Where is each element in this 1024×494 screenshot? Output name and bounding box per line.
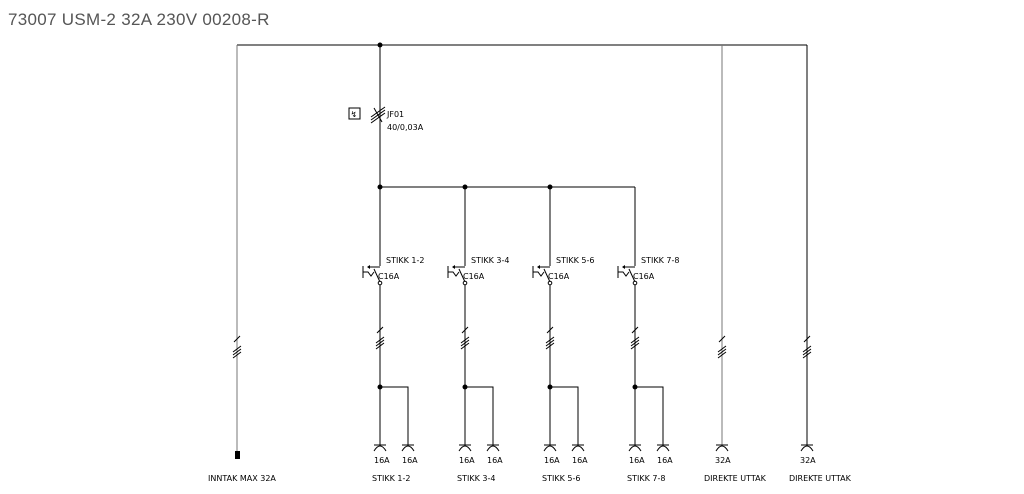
direct-outlet-circuit: 32A DIREKTE UTTAK	[704, 45, 767, 483]
circuit-breaker-icon	[447, 265, 468, 286]
socket-rating: 32A	[715, 456, 731, 465]
breaker-rating: C16A	[378, 272, 400, 281]
breaker-label: STIKK 7-8	[641, 256, 679, 265]
diagram-title: 73007 USM-2 32A 230V 00208-R	[8, 10, 270, 29]
breaker-label: STIKK 5-6	[556, 256, 594, 265]
circuit-breaker-icon	[617, 265, 638, 286]
circuit-breaker-icon	[532, 265, 553, 286]
socket-outlet-icon	[656, 444, 670, 452]
socket-rating: 16A	[629, 456, 645, 465]
socket-outlet-icon	[571, 444, 585, 452]
socket-rating: 16A	[402, 456, 418, 465]
socket-outlet-icon	[486, 444, 500, 452]
socket-outlet-icon	[401, 444, 415, 452]
junction-dot	[547, 184, 553, 190]
socket-rating: 16A	[572, 456, 588, 465]
breaker-label: STIKK 3-4	[471, 256, 509, 265]
branch-bottom-label: STIKK 7-8	[627, 474, 665, 483]
branch-bottom-label: STIKK 5-6	[542, 474, 580, 483]
branch-bottom-label: STIKK 3-4	[457, 474, 495, 483]
breaker-rating: C16A	[548, 272, 570, 281]
breaker-rating: C16A	[633, 272, 655, 281]
svg-text:↯: ↯	[351, 110, 358, 119]
direct-outlet-label: DIREKTE UTTAK	[789, 474, 852, 483]
socket-outlet-icon	[628, 444, 642, 452]
socket-outlet-icon	[543, 444, 557, 452]
breaker-label: STIKK 1-2	[386, 256, 424, 265]
socket-outlet-icon	[373, 444, 387, 452]
breaker-rating: C16A	[463, 272, 485, 281]
junction-dot	[377, 42, 383, 48]
socket-rating: 16A	[374, 456, 390, 465]
junction-dot	[462, 184, 468, 190]
socket-rating: 16A	[544, 456, 560, 465]
circuit-breaker-icon	[362, 265, 383, 286]
rcd-symbol-icon: ↯	[348, 106, 386, 124]
socket-outlet-icon	[458, 444, 472, 452]
intake-label: INNTAK MAX 32A	[208, 474, 276, 483]
socket-rating: 16A	[459, 456, 475, 465]
socket-outlet-icon	[800, 444, 814, 452]
socket-rating: 16A	[657, 456, 673, 465]
socket-rating: 32A	[800, 456, 816, 465]
intake-terminal-icon	[235, 451, 240, 459]
direct-outlet-circuit: 32A DIREKTE UTTAK	[789, 45, 852, 483]
socket-outlet-icon	[715, 444, 729, 452]
socket-rating: 16A	[487, 456, 503, 465]
rcd-name: JF01	[386, 110, 404, 119]
rcd-rating: 40/0,03A	[387, 123, 424, 132]
direct-outlet-label: DIREKTE UTTAK	[704, 474, 767, 483]
branch-bottom-label: STIKK 1-2	[372, 474, 410, 483]
